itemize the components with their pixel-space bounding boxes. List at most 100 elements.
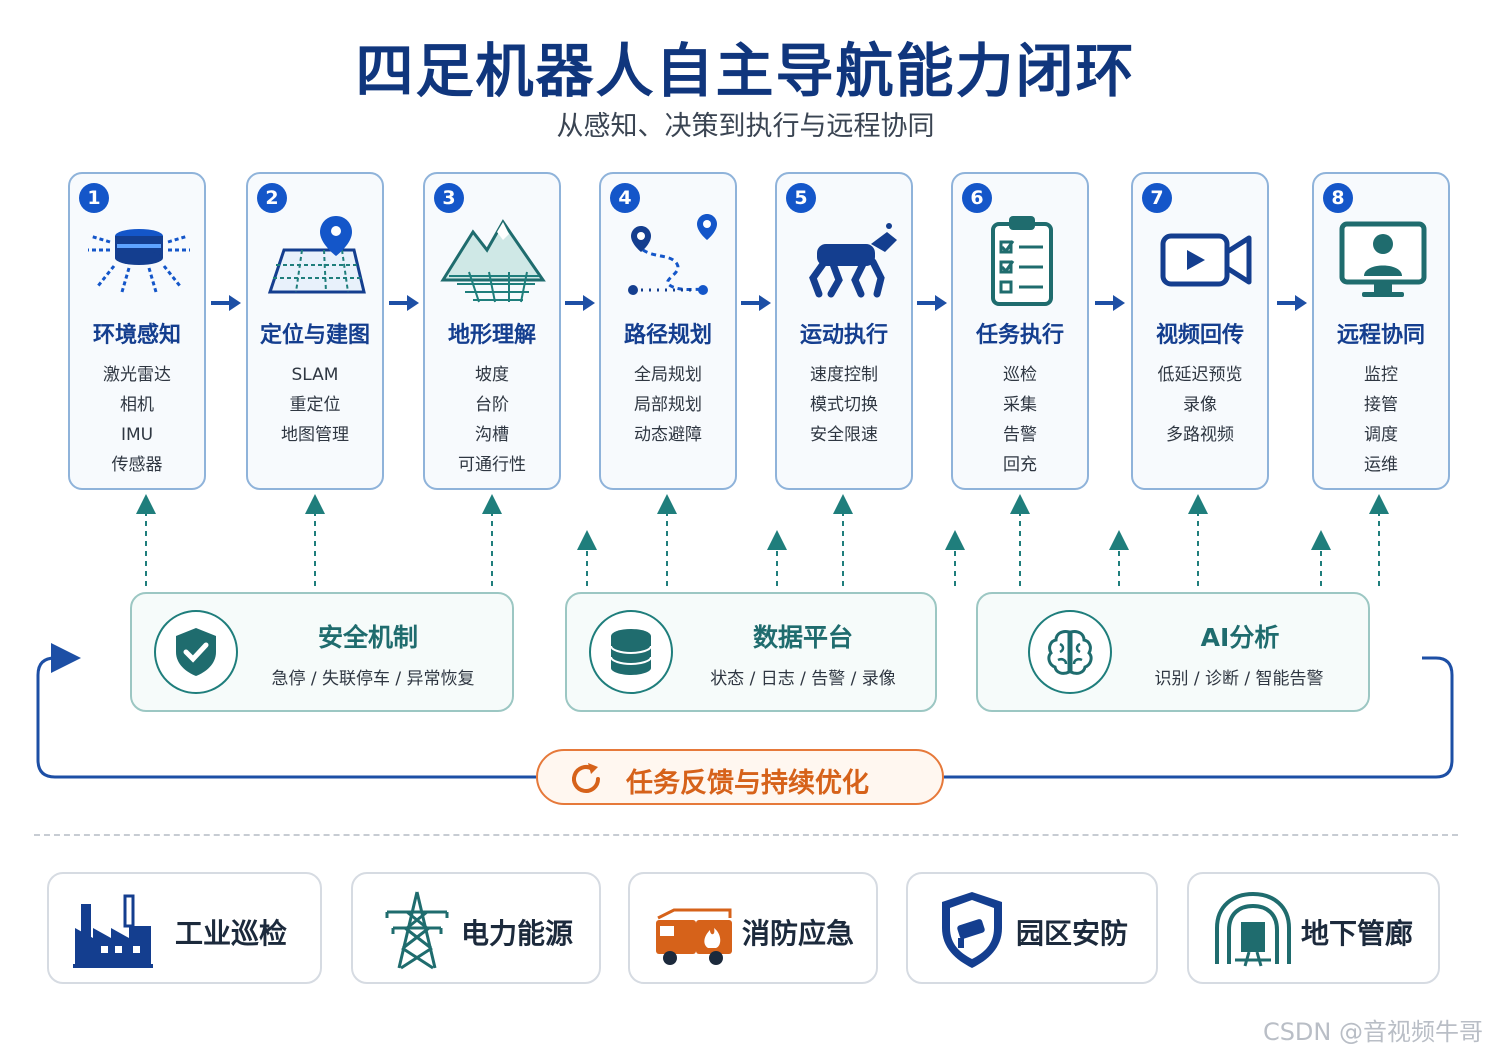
- stage-title: 定位与建图: [259, 323, 370, 348]
- application-label: 园区安防: [1016, 917, 1129, 950]
- stage-title: 任务执行: [975, 323, 1064, 348]
- stage-item: 地图管理: [281, 425, 349, 445]
- security-camera-shield-icon: [942, 892, 1002, 968]
- application-industrial-inspection: 工业巡检: [47, 872, 322, 984]
- stage-item: SLAM: [291, 365, 339, 385]
- stage-item: IMU: [120, 425, 154, 445]
- application-label: 电力能源: [461, 917, 574, 950]
- pillar-icon-ring: [589, 610, 673, 694]
- stage-number: 5: [786, 183, 816, 213]
- map-pin-icon: [267, 216, 366, 294]
- stage-number: 3: [434, 183, 464, 213]
- stage-item: 巡检: [1003, 365, 1037, 385]
- pillar-data-platform: 数据平台 状态 / 日志 / 告警 / 录像: [565, 592, 937, 712]
- pillar-desc: 识别 / 诊断 / 智能告警: [1154, 669, 1324, 689]
- route-icon: [628, 214, 717, 295]
- stage-item: 全局规划: [634, 365, 702, 385]
- pillar-icon-ring: [154, 610, 238, 694]
- stage-card-video: 7 视频回传 低延迟预览 录像 多路视频: [1131, 172, 1269, 490]
- pillar-ai-analysis: AI分析 识别 / 诊断 / 智能告警: [976, 592, 1370, 712]
- stage-title: 路径规划: [623, 323, 712, 348]
- video-camera-icon: [1160, 233, 1252, 287]
- pillar-icon-ring: [1028, 610, 1112, 694]
- flow-arrow-icon: [1277, 295, 1307, 311]
- power-tower-icon: [385, 891, 449, 970]
- factory-icon: [73, 894, 153, 968]
- stage-item: 安全限速: [810, 425, 878, 445]
- stage-item: 模式切换: [810, 395, 878, 415]
- pillar-title: 安全机制: [317, 623, 418, 652]
- robot-dog-icon: [809, 223, 897, 298]
- pillar-safety: 安全机制 急停 / 失联停车 / 异常恢复: [130, 592, 514, 712]
- application-label: 工业巡检: [175, 917, 288, 950]
- stage-card-remote: 8 远程协同 监控 接管 调度 运维: [1312, 172, 1450, 490]
- application-power-energy: 电力能源: [351, 872, 601, 984]
- stage-item: 采集: [1003, 395, 1037, 415]
- stage-item: 速度控制: [810, 365, 878, 385]
- clipboard-icon: [991, 216, 1053, 306]
- stage-card-perception: 1 环境感知 激光雷达 相机 IMU 传感器: [68, 172, 206, 490]
- stage-card-task: 6 任务执行 巡检 采集 告警 回充: [951, 172, 1089, 490]
- lidar-icon: [88, 229, 190, 293]
- flow-arrow-icon: [1095, 295, 1125, 311]
- stage-number: 7: [1142, 183, 1172, 213]
- brain-icon: [1047, 630, 1093, 675]
- feedback-loop-badge: 任务反馈与持续优化: [536, 749, 944, 805]
- monitor-user-icon: [1339, 221, 1427, 297]
- stage-item: 录像: [1183, 395, 1217, 415]
- pillar-desc: 状态 / 日志 / 告警 / 录像: [710, 669, 896, 689]
- pillar-title: 数据平台: [752, 623, 853, 652]
- stage-card-motion: 5 运动执行 速度控制 模式切换 安全限速: [775, 172, 913, 490]
- application-utility-tunnel: 地下管廊: [1187, 872, 1440, 984]
- flow-arrow-icon: [565, 295, 595, 311]
- tunnel-icon: [1215, 891, 1291, 967]
- stage-item: 监控: [1364, 365, 1398, 385]
- stage-item: 传感器: [111, 455, 163, 475]
- stage-item: 相机: [120, 395, 154, 415]
- shield-check-icon: [176, 628, 216, 676]
- pillar-title: AI分析: [1200, 623, 1280, 652]
- page-title: 四足机器人自主导航能力闭环: [355, 37, 1136, 105]
- database-icon: [610, 629, 652, 675]
- stage-number: 4: [610, 183, 640, 213]
- application-label: 消防应急: [742, 917, 855, 950]
- stage-item: 调度: [1364, 425, 1398, 445]
- stage-item: 告警: [1003, 425, 1037, 445]
- stage-item: 接管: [1364, 395, 1398, 415]
- refresh-icon: [572, 763, 600, 793]
- stage-card-terrain: 3 地形理解 坡度 台阶 沟槽 可通行性: [423, 172, 561, 490]
- stage-title: 远程协同: [1336, 323, 1425, 348]
- flow-arrow-icon: [211, 295, 241, 311]
- stage-item: 动态避障: [634, 425, 702, 445]
- flow-arrow-icon: [741, 295, 771, 311]
- watermark: CSDN @音视频牛哥: [1262, 1018, 1483, 1046]
- stage-item: 低延迟预览: [1157, 365, 1243, 385]
- stage-title: 视频回传: [1155, 323, 1244, 348]
- fire-truck-icon: [656, 908, 732, 965]
- stage-item: 台阶: [475, 395, 509, 415]
- stage-item: 运维: [1364, 455, 1398, 475]
- flow-arrow-icon: [389, 295, 419, 311]
- stage-number: 1: [79, 183, 109, 213]
- section-divider: [34, 834, 1458, 836]
- stage-item: 坡度: [475, 365, 509, 385]
- stage-item: 激光雷达: [103, 365, 171, 385]
- stage-title: 地形理解: [447, 323, 536, 348]
- stage-item: 沟槽: [475, 425, 509, 445]
- stage-item: 回充: [1003, 455, 1037, 475]
- stage-number: 8: [1323, 183, 1353, 213]
- stage-number: 2: [257, 183, 287, 213]
- application-campus-security: 园区安防: [906, 872, 1158, 984]
- pillar-desc: 急停 / 失联停车 / 异常恢复: [271, 669, 475, 689]
- stage-title: 环境感知: [92, 323, 181, 348]
- page-subtitle: 从感知、决策到执行与远程协同: [556, 111, 935, 142]
- stage-item: 可通行性: [458, 455, 526, 475]
- application-fire-emergency: 消防应急: [628, 872, 878, 984]
- feedback-label: 任务反馈与持续优化: [626, 768, 869, 799]
- stage-item: 重定位: [289, 395, 341, 415]
- flow-arrow-icon: [917, 295, 947, 311]
- mountain-icon: [440, 219, 546, 303]
- stage-title: 运动执行: [799, 323, 888, 348]
- stage-item: 多路视频: [1166, 425, 1234, 445]
